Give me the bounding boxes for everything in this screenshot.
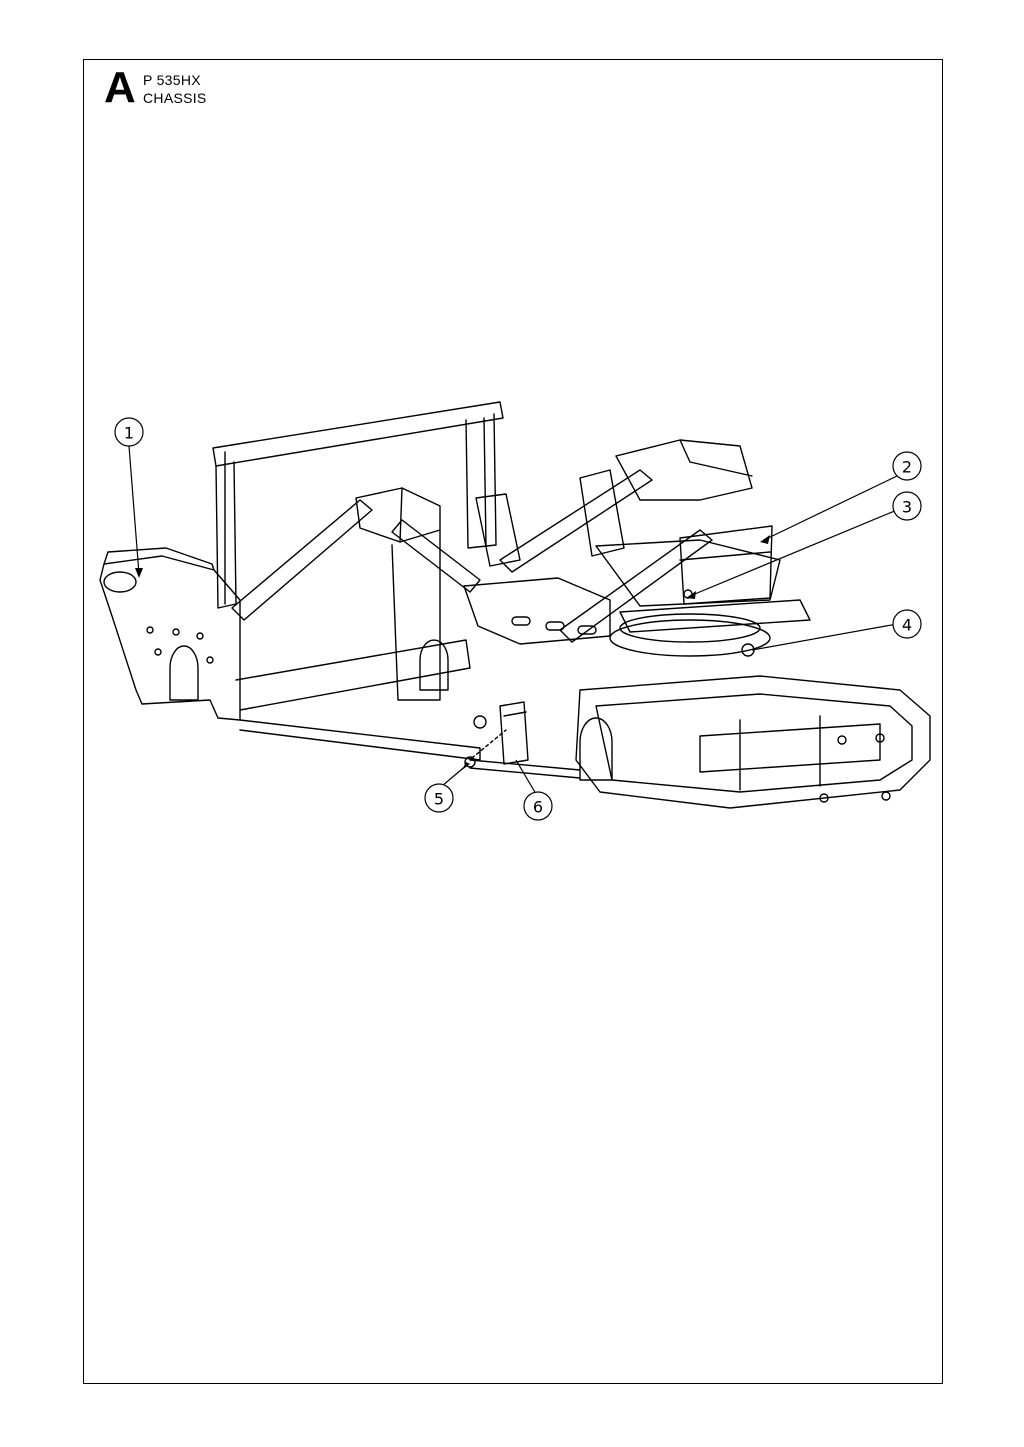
callout-3-circle [892,491,922,521]
leader-arrows [135,535,770,770]
callout-2-label: 2 [902,458,912,477]
callout-4-circle [892,609,922,639]
pivot-assembly [609,589,811,657]
engine-mount-left [355,487,449,701]
rear-frame-uprights [212,401,504,609]
lower-rails [235,639,581,779]
page-title: CHASSIS [143,90,207,106]
section-letter: A [104,63,136,112]
small-bracket [499,701,529,765]
front-plate [99,547,241,721]
callout-6-circle [523,791,553,821]
callout-4-label: 4 [902,616,912,635]
engine-mount-right [579,439,781,607]
callout-6-label: 6 [533,798,543,817]
callout-3-label: 3 [902,498,912,517]
leader-lines [128,445,898,795]
callout-5-circle [424,783,454,813]
rear-plate [679,525,773,605]
callout-1-circle [114,417,144,447]
screw [464,715,507,768]
page-border [83,59,943,1384]
diagonal-braces [231,469,713,643]
callout-2-circle [892,451,922,481]
model-name: P 535HX [143,72,201,88]
lower-pan [575,675,931,809]
callout-1-label: 1 [124,424,134,443]
callout-5-label: 5 [434,790,444,809]
